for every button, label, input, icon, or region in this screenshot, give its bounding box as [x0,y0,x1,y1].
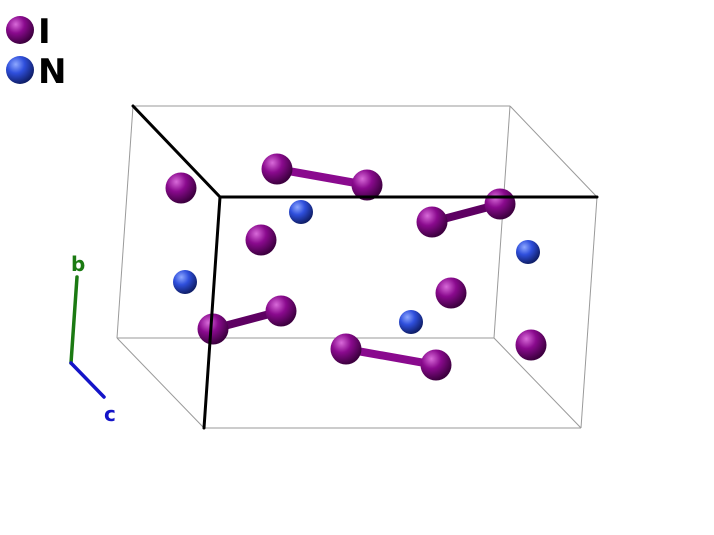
atom-I [515,329,547,361]
axis-indicator: b c [69,252,116,426]
cell-edge [493,337,582,429]
legend-label-N: N [38,52,66,92]
legend-swatch-N [6,56,34,84]
cell-edge [509,105,598,198]
legend-label-I: I [38,12,51,52]
unit-cell-bold-edges [131,104,599,430]
atom-I [165,172,197,204]
cell-edge [116,105,134,339]
atom-I [420,349,452,381]
b-axis-line [69,275,79,365]
atom-N [516,240,540,264]
b-axis-label: b [71,252,85,276]
atom-N [289,200,313,224]
atom-I [197,313,229,345]
c-axis-line [69,361,106,399]
cell-edge [116,337,205,429]
atom-I [330,333,362,365]
c-axis-label: c [104,402,116,426]
atom-I [351,169,383,201]
atom-I [435,277,467,309]
atoms [165,153,547,381]
atom-I [484,188,516,220]
legend: I N [6,12,66,92]
legend-swatch-I [6,16,34,44]
unit-cell-thin-edges [116,105,598,429]
atom-I [245,224,277,256]
atom-N [399,310,423,334]
atom-N [173,270,197,294]
cell-axis-edge [202,195,222,430]
atom-I [265,295,297,327]
cell-edge [493,105,511,339]
cell-axis-edge [131,104,222,199]
atom-I [416,206,448,238]
cell-edge [580,196,598,429]
atom-I [261,153,293,185]
